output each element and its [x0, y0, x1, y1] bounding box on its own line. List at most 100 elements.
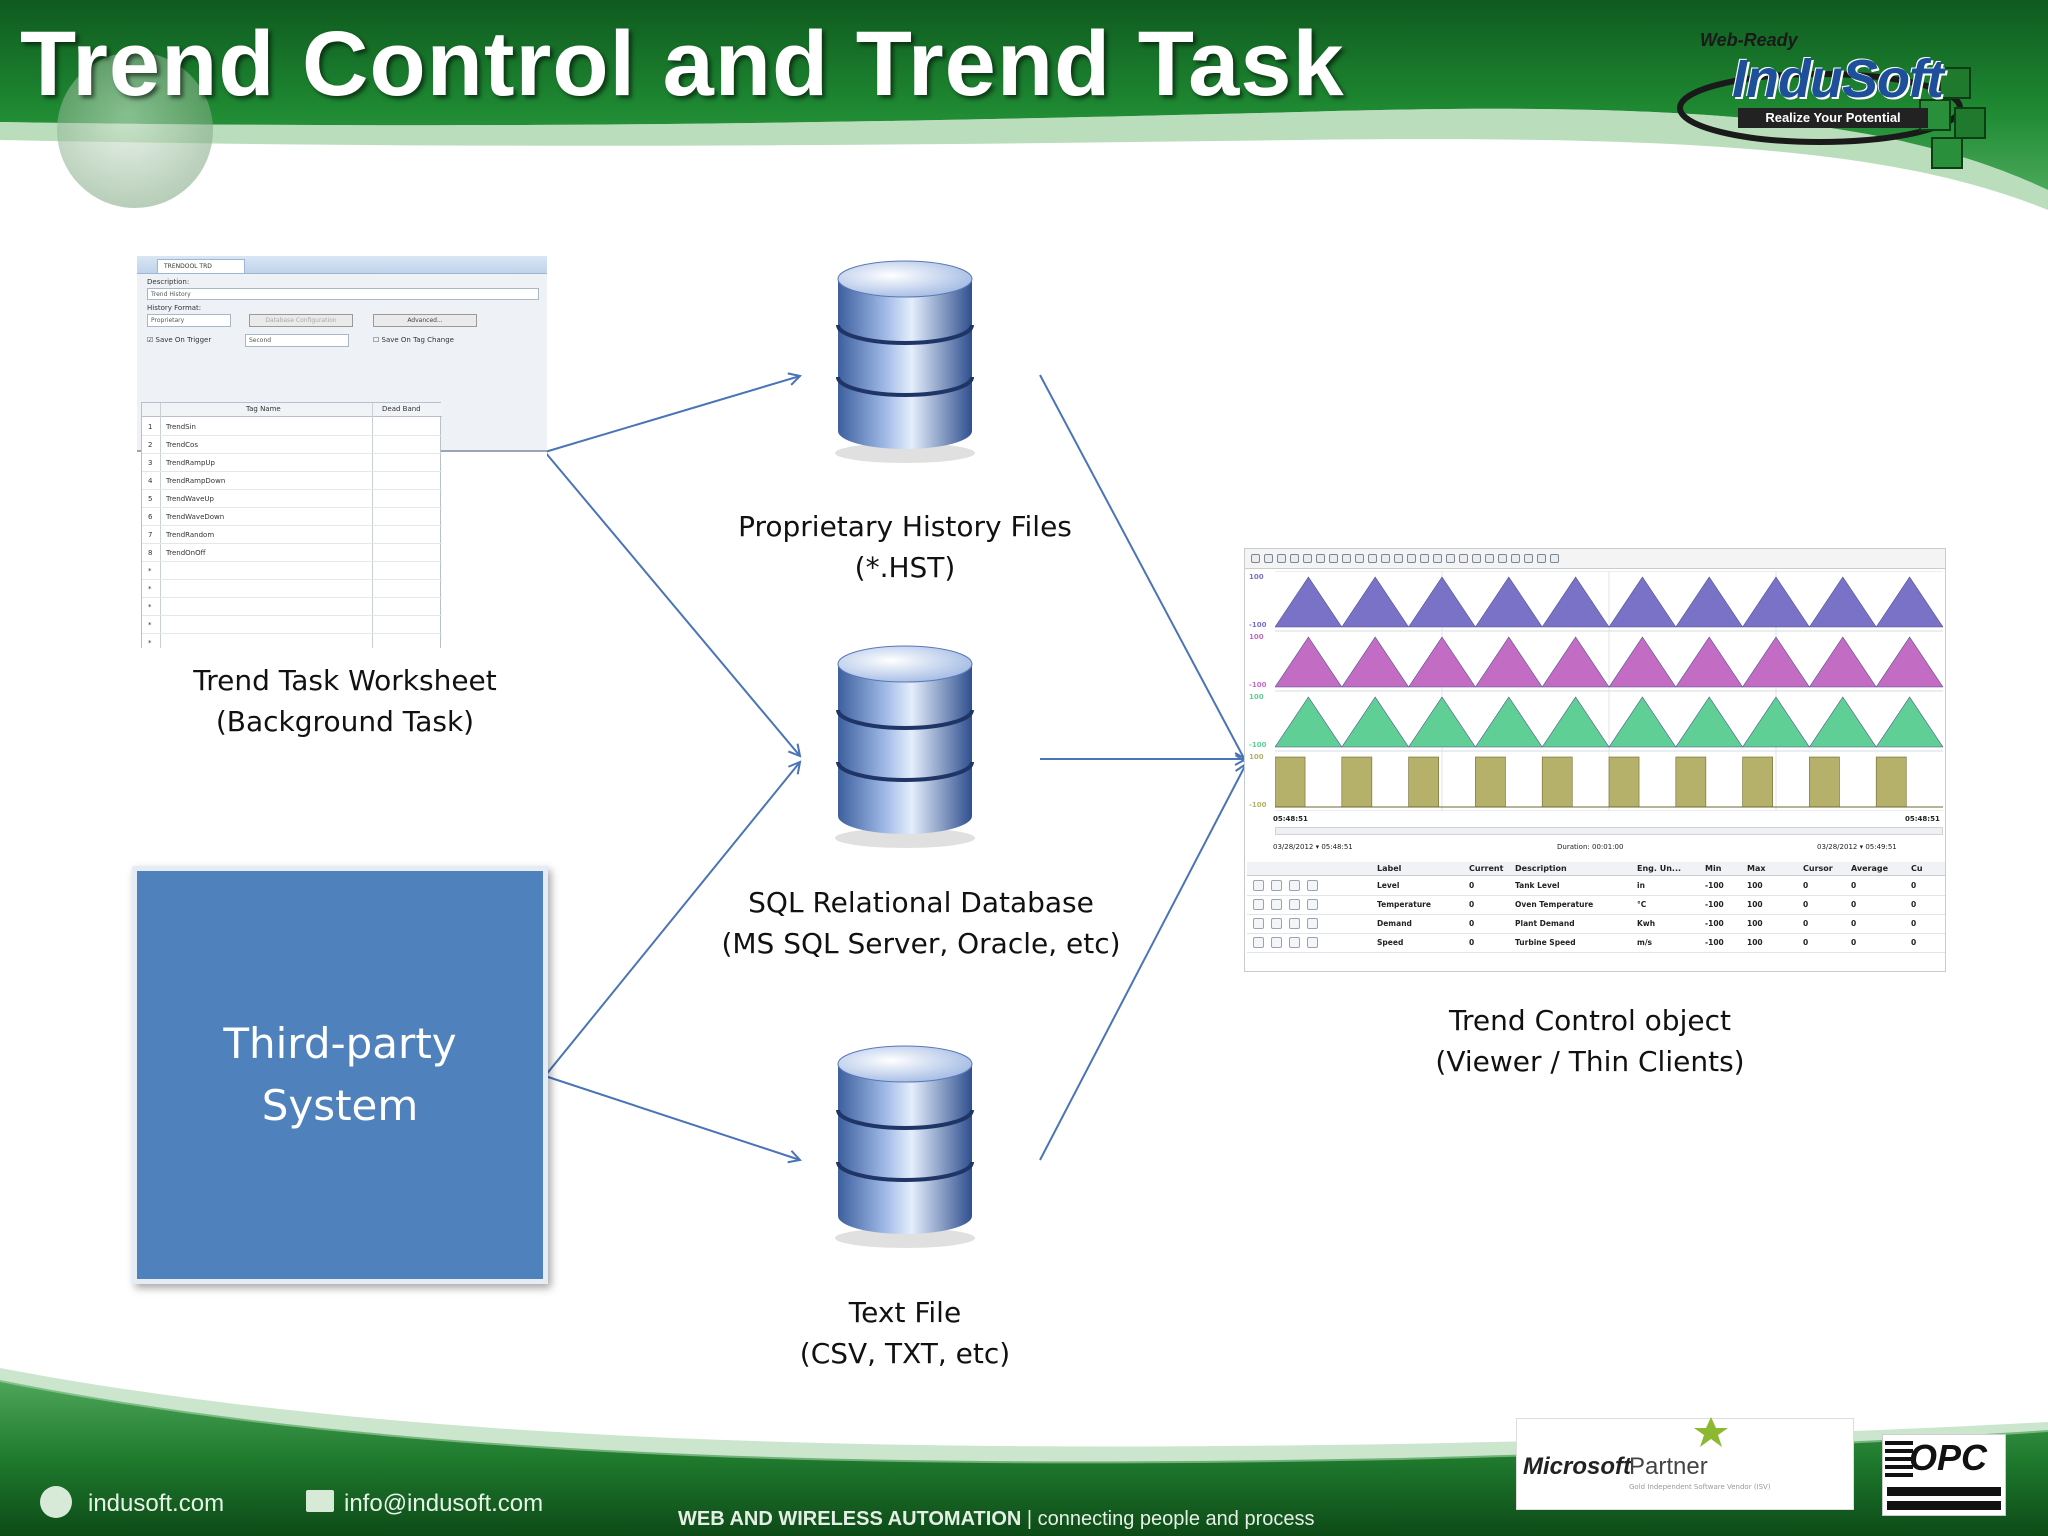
tag-row-number: 7: [148, 531, 153, 539]
footer-tagline-bold: WEB AND WIRELESS AUTOMATION: [678, 1508, 1022, 1530]
trend-toolbar-button-icon[interactable]: [1264, 554, 1273, 563]
save-on-tag-change-checkbox[interactable]: ☐ Save On Tag Change: [373, 336, 454, 344]
trend-toolbar-button-icon[interactable]: [1472, 554, 1481, 563]
trend-toolbar-button-icon[interactable]: [1329, 554, 1338, 563]
pen-row-toggle[interactable]: [1271, 918, 1282, 929]
trend-toolbar-button-icon[interactable]: [1524, 554, 1533, 563]
trend-toolbar-button-icon[interactable]: [1368, 554, 1377, 563]
pen-table-header[interactable]: Label: [1377, 864, 1402, 873]
storage-caption-text: Text File (CSV, TXT, etc): [705, 1292, 1105, 1374]
pen-row-toggle[interactable]: [1253, 918, 1264, 929]
pen-row-toggle[interactable]: [1289, 880, 1300, 891]
trend-toolbar-button-icon[interactable]: [1381, 554, 1390, 563]
tag-grid-row[interactable]: *: [142, 616, 442, 634]
pen-row-toggle[interactable]: [1307, 880, 1318, 891]
trend-toolbar-button-icon[interactable]: [1342, 554, 1351, 563]
storage-sql-line2: (MS SQL Server, Oracle, etc): [721, 927, 1121, 960]
trend-task-worksheet: TRENDOOL TRD Description: Trend History …: [137, 256, 547, 648]
trend-toolbar-button-icon[interactable]: [1433, 554, 1442, 563]
trend-toolbar-button-icon[interactable]: [1550, 554, 1559, 563]
trend-toolbar-button-icon[interactable]: [1498, 554, 1507, 563]
pen-row-toggle[interactable]: [1253, 899, 1264, 910]
trend-toolbar-button-icon[interactable]: [1290, 554, 1299, 563]
pen-row-toggle[interactable]: [1289, 918, 1300, 929]
database-configuration-button[interactable]: Database Configuration: [249, 314, 353, 327]
col-tag-name: Tag Name: [246, 405, 281, 413]
trend-toolbar-button-icon[interactable]: [1355, 554, 1364, 563]
trend-toolbar-button-icon[interactable]: [1446, 554, 1455, 563]
pen-table-header[interactable]: Cursor: [1803, 864, 1833, 873]
trend-date-end[interactable]: 03/28/2012 ▾ 05:49:51: [1817, 843, 1897, 851]
pen-table-header[interactable]: Current: [1469, 864, 1504, 873]
trend-toolbar-button-icon[interactable]: [1303, 554, 1312, 563]
tag-row-number: *: [148, 567, 152, 575]
worksheet-tab[interactable]: TRENDOOL TRD: [157, 259, 245, 274]
storage-text-line1: Text File: [848, 1296, 962, 1329]
pen-table-cell: Temperature: [1377, 900, 1431, 909]
pen-table-header[interactable]: Description: [1515, 864, 1567, 873]
pen-row-toggle[interactable]: [1271, 899, 1282, 910]
pen-table-header[interactable]: Max: [1747, 864, 1766, 873]
opc-bar: [1887, 1487, 2001, 1496]
trend-date-start[interactable]: 03/28/2012 ▾ 05:48:51: [1273, 843, 1353, 851]
pen-table-header[interactable]: Cu: [1911, 864, 1923, 873]
trend-toolbar-button-icon[interactable]: [1251, 554, 1260, 563]
pen-table-cell: 100: [1747, 938, 1763, 947]
footer-email[interactable]: info@indusoft.com: [344, 1490, 544, 1517]
pen-row-toggle[interactable]: [1307, 937, 1318, 948]
pen-row-toggle[interactable]: [1307, 899, 1318, 910]
storage-sql-line1: SQL Relational Database: [748, 886, 1094, 919]
tag-grid-row[interactable]: *: [142, 562, 442, 580]
trend-toolbar-button-icon[interactable]: [1537, 554, 1546, 563]
pen-table-header[interactable]: Min: [1705, 864, 1722, 873]
pen-table-cell: Level: [1377, 881, 1400, 890]
database-icon-sql: [830, 640, 980, 850]
pen-row-toggle[interactable]: [1253, 937, 1264, 948]
save-on-trigger-checkbox[interactable]: ☑ Save On Trigger: [147, 336, 212, 344]
database-cylinder-icon: [835, 1045, 975, 1248]
trend-toolbar-button-icon[interactable]: [1511, 554, 1520, 563]
trend-toolbar-button-icon[interactable]: [1277, 554, 1286, 563]
trend-toolbar-button-icon[interactable]: [1485, 554, 1494, 563]
trend-toolbar-button-icon[interactable]: [1316, 554, 1325, 563]
pen-row-toggle[interactable]: [1289, 899, 1300, 910]
tag-grid-row[interactable]: *: [142, 580, 442, 598]
tag-grid-row[interactable]: *: [142, 634, 442, 648]
trend-series-wave: [1275, 696, 1943, 748]
pen-row-toggle[interactable]: [1271, 937, 1282, 948]
pen-row-toggle[interactable]: [1289, 937, 1300, 948]
save-on-trigger-label: Save On Trigger: [155, 336, 212, 344]
description-input[interactable]: Trend History: [147, 288, 539, 300]
footer-tagline: WEB AND WIRELESS AUTOMATION | connecting…: [678, 1508, 1315, 1531]
partner-star-icon: [1694, 1417, 1728, 1447]
tag-grid-row[interactable]: *: [142, 598, 442, 616]
history-format-select[interactable]: Proprietary: [147, 314, 231, 327]
tag-row-number: *: [148, 639, 152, 647]
trend-toolbar-button-icon[interactable]: [1407, 554, 1416, 563]
pen-row-toggle[interactable]: [1271, 880, 1282, 891]
footer-website[interactable]: indusoft.com: [88, 1490, 225, 1517]
pen-row-toggle[interactable]: [1307, 918, 1318, 929]
pen-table-cell: 0: [1911, 938, 1917, 947]
pen-table-cell: 0: [1851, 900, 1857, 909]
date-end: 03/28/2012: [1817, 843, 1858, 851]
advanced-button[interactable]: Advanced...: [373, 314, 477, 327]
trigger-input[interactable]: Second: [245, 334, 349, 347]
trend-scrollbar[interactable]: [1275, 827, 1943, 835]
trend-y-label: -100: [1249, 621, 1267, 629]
duration-label: Duration:: [1557, 843, 1590, 851]
trend-toolbar-button-icon[interactable]: [1420, 554, 1429, 563]
pen-table-header[interactable]: Average: [1851, 864, 1889, 873]
pen-row-toggle[interactable]: [1253, 880, 1264, 891]
trend-toolbar-button-icon[interactable]: [1394, 554, 1403, 563]
pen-table-header[interactable]: Eng. Un...: [1637, 864, 1682, 873]
trend-toolbar-button-icon[interactable]: [1459, 554, 1468, 563]
